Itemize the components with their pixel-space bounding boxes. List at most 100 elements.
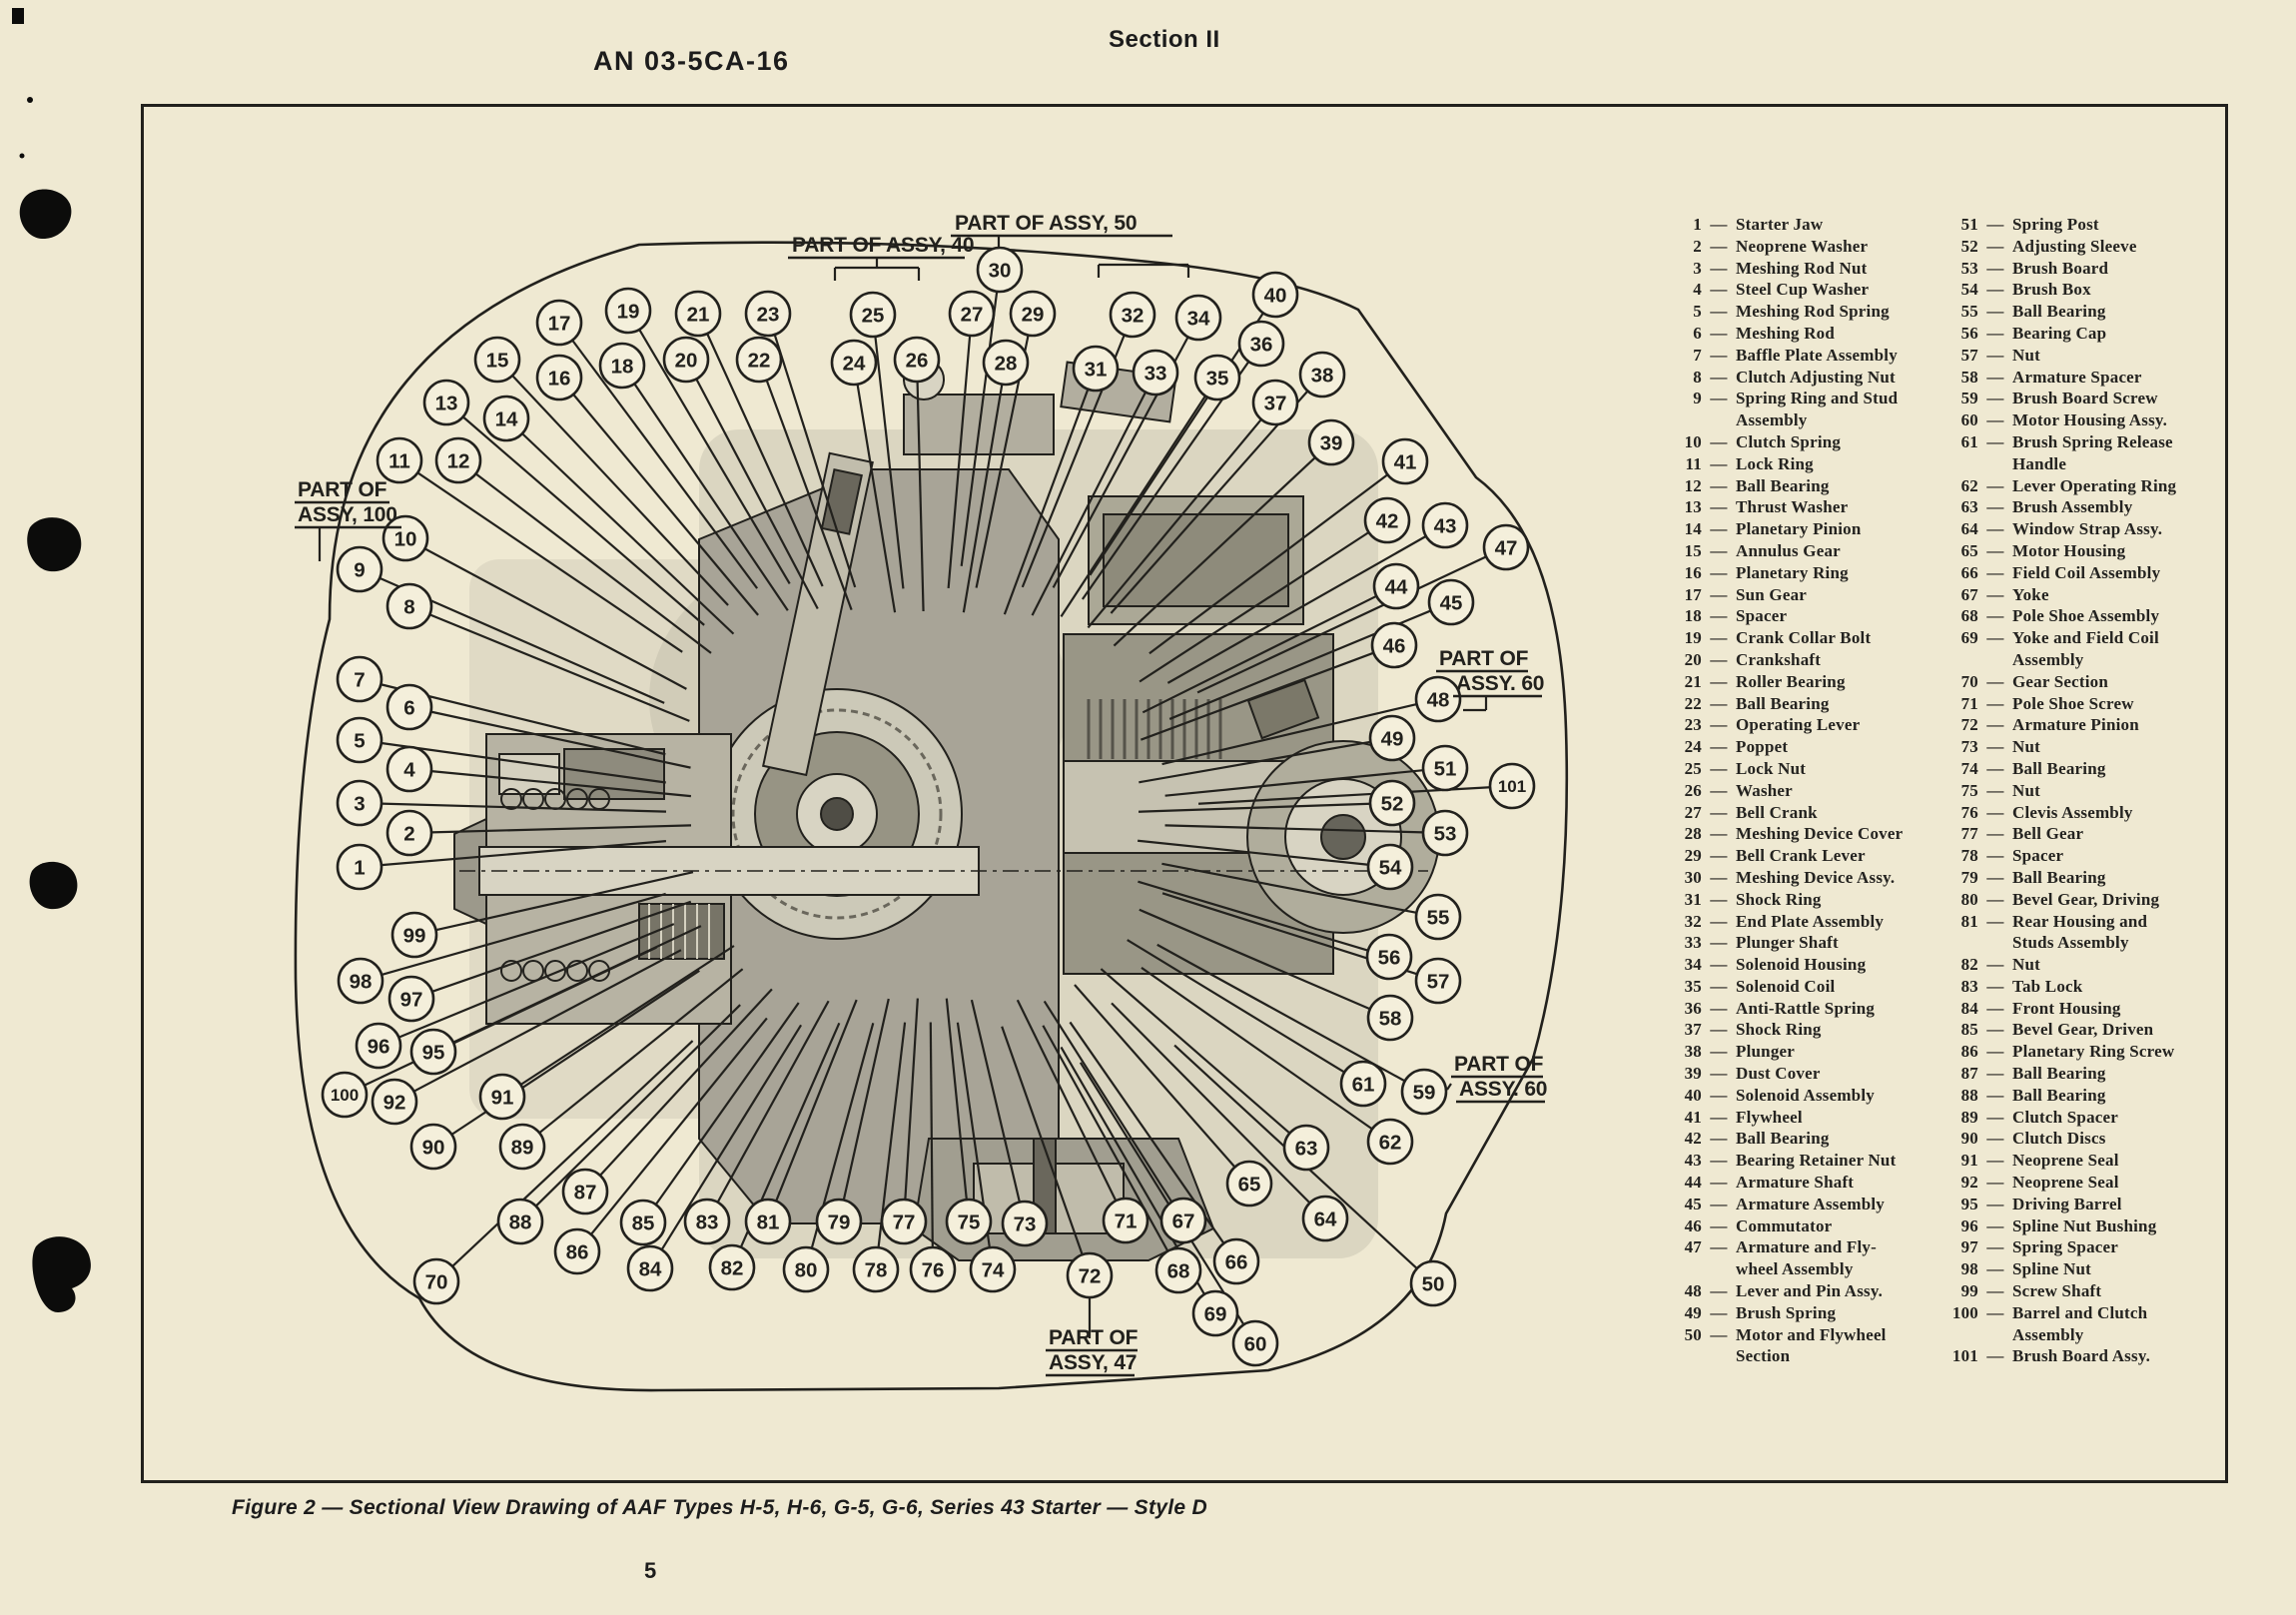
- dash: —: [1710, 1129, 1728, 1149]
- dash: —: [1986, 367, 2004, 387]
- part-number: 88: [1960, 1085, 1978, 1105]
- dash: —: [1986, 1129, 2004, 1149]
- callout-number: 42: [1376, 509, 1399, 532]
- part-number: 80: [1960, 889, 1978, 909]
- leader-line: [960, 291, 999, 566]
- part-number: 69: [1960, 628, 1978, 648]
- leader-line: [397, 923, 675, 1039]
- dash: —: [1986, 715, 2004, 735]
- part-number: 65: [1960, 540, 1978, 560]
- callout-circle: [1339, 1060, 1387, 1108]
- parts-list-item: 84—Front Housing: [1922, 998, 2272, 1020]
- part-number: 60: [1960, 410, 1978, 430]
- assembly-label-text: PART OF: [1049, 1326, 1139, 1349]
- callout-number: 60: [1244, 1332, 1267, 1355]
- dash: —: [1986, 1042, 2004, 1062]
- parts-list-item: 22—Ball Bearing: [1646, 693, 1947, 715]
- callout-number: 19: [617, 300, 640, 323]
- leader-line: [1161, 702, 1417, 766]
- callout-number: 43: [1434, 514, 1457, 537]
- dash: —: [1710, 453, 1728, 473]
- dash: —: [1710, 475, 1728, 495]
- callout-number: 50: [1422, 1272, 1445, 1295]
- parts-list-item: 70—Gear Section: [1922, 671, 2272, 693]
- parts-list-item: 20—Crankshaft: [1646, 649, 1947, 671]
- leader-line: [1138, 880, 1369, 952]
- callout-number: 30: [989, 259, 1012, 282]
- dash: —: [1710, 715, 1728, 735]
- dash: —: [1710, 367, 1728, 387]
- callout-circle: [1132, 349, 1179, 397]
- dash: —: [1710, 998, 1728, 1018]
- leader-line: [1196, 555, 1487, 694]
- callout-circle: [735, 336, 783, 384]
- callout-circle: [409, 1028, 457, 1076]
- callout-circle: [674, 290, 722, 338]
- parts-list-item: 38—Plunger: [1646, 1041, 1947, 1063]
- part-number: 6: [1693, 323, 1702, 343]
- dash: —: [1710, 519, 1728, 539]
- dash: —: [1986, 1020, 2004, 1040]
- parts-list-item: 96—Spline Nut Bushing: [1922, 1215, 2272, 1237]
- callout-circle: [1102, 1197, 1149, 1244]
- callout-circle: [1421, 809, 1469, 857]
- part-number: 44: [1684, 1173, 1702, 1193]
- callout-circle: [1154, 1246, 1202, 1294]
- callout-circle: [337, 957, 384, 1005]
- callout-circle: [849, 291, 897, 339]
- dash: —: [1986, 236, 2004, 256]
- callout-number: 13: [435, 392, 458, 414]
- part-name: Steel Cup Washer: [1736, 280, 1870, 300]
- part-number: 72: [1960, 715, 1978, 735]
- dash: —: [1710, 345, 1728, 365]
- leader-line: [572, 394, 759, 616]
- callout-circle: [409, 1123, 457, 1171]
- callout-number: 81: [757, 1211, 780, 1233]
- parts-list-item: 71—Pole Shoe Screw: [1922, 693, 2272, 715]
- leader-line: [1166, 534, 1427, 684]
- callout-number: 18: [611, 355, 634, 378]
- callout-number: 37: [1264, 392, 1287, 414]
- leader-line: [1003, 389, 1090, 615]
- part-number: 8: [1693, 367, 1702, 387]
- part-number: 63: [1960, 497, 1978, 517]
- dash: —: [1710, 911, 1728, 931]
- parts-list-item: 88—Ball Bearing: [1922, 1085, 2272, 1107]
- dash: —: [1710, 671, 1728, 691]
- callout-number: 9: [354, 558, 365, 581]
- callout-circle: [1381, 437, 1429, 485]
- dash: —: [1710, 1302, 1728, 1322]
- dash: —: [1986, 606, 2004, 626]
- part-number: 40: [1684, 1085, 1702, 1105]
- part-name: Bevel Gear, Driven: [2012, 1020, 2154, 1040]
- part-number: 19: [1684, 628, 1702, 648]
- callout-circle: [1365, 933, 1413, 981]
- part-number: 96: [1960, 1215, 1978, 1235]
- callout-number: 91: [491, 1086, 514, 1109]
- leader-line: [511, 375, 729, 606]
- callout-number: 76: [922, 1258, 945, 1281]
- callout-number: 21: [687, 303, 710, 326]
- callout-number: 66: [1225, 1250, 1248, 1273]
- callout-number: 75: [958, 1211, 981, 1233]
- part-number: 90: [1960, 1129, 1978, 1149]
- leader-line: [1043, 1000, 1173, 1204]
- callout-number: 22: [748, 349, 771, 372]
- parts-list-item: 75—Nut: [1922, 780, 2272, 802]
- callout-number: 69: [1204, 1302, 1227, 1325]
- dash: —: [1710, 976, 1728, 996]
- parts-list-item: 47—Armature and Fly- wheel Assembly: [1646, 1236, 1947, 1280]
- callout-circle: [852, 1245, 900, 1293]
- part-number: 76: [1960, 802, 1978, 822]
- parts-list-item: 76—Clevis Assembly: [1922, 802, 2272, 824]
- callout-number: 100: [331, 1086, 359, 1105]
- dash: —: [1986, 976, 2004, 996]
- leader-line: [1139, 531, 1370, 683]
- callout-number: 57: [1427, 970, 1450, 993]
- dash: —: [1710, 780, 1728, 800]
- callout-number: 55: [1427, 906, 1450, 929]
- parts-list-item: 57—Nut: [1922, 345, 2272, 367]
- dash: —: [1986, 1346, 2004, 1366]
- leader-line: [856, 384, 897, 613]
- dash: —: [1986, 758, 2004, 778]
